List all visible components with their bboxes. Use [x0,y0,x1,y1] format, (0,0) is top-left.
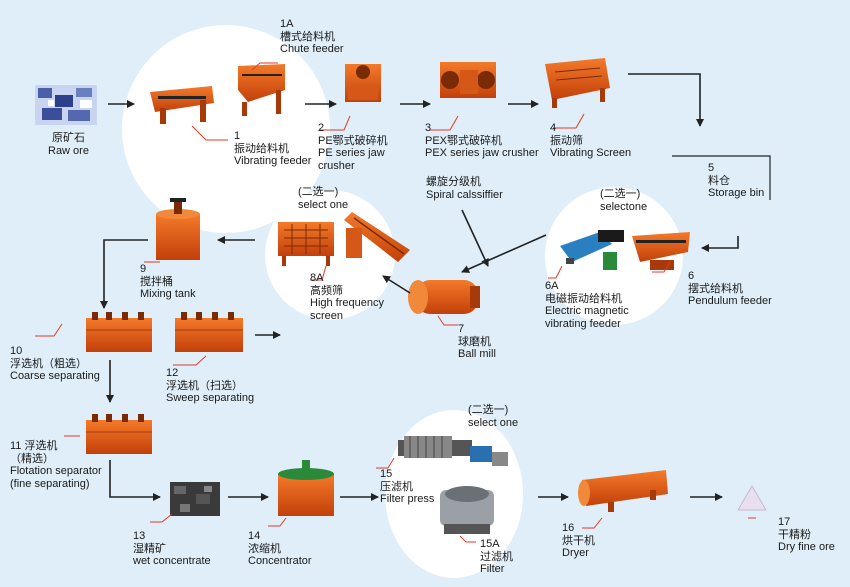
hf-screen-machine [278,222,334,266]
label-leaders [35,62,756,543]
pe-crusher-machine [345,64,381,102]
drum-filter-machine [440,486,494,534]
vibrating-screen-machine [545,58,610,108]
flow-arrows [100,73,739,501]
dryer-machine [578,470,668,512]
concentrator-machine [278,460,334,516]
em-feeder-machine [560,230,624,270]
mixing-tank-machine [156,198,200,260]
coarse-flotation-machine [86,312,152,352]
fine-flotation-machine [86,414,152,454]
label-flotation-sep: 11 浮选机（精选）Flotation separator(fine separ… [10,440,102,490]
pex-crusher-machine [440,62,496,98]
chute-feeder-machine [238,64,285,116]
dry-fine-ore-pile [737,485,767,511]
vibrating-feeder-machine [150,86,214,124]
feeder-circle [122,25,330,233]
label-select-screen: (二选一)select one [298,186,349,211]
wet-concentrate-pile [170,482,220,516]
pendulum-feeder-machine [632,232,690,270]
raw-ore-pile [35,85,97,125]
filter-press-machine [398,436,508,466]
storage-bin-outline [672,155,771,200]
label-select-filter: (二选一)select one [468,404,519,429]
ball-mill-machine [408,280,480,314]
sweep-flotation-machine [175,312,243,352]
label-select-feeder: (二选一)selectone [600,188,648,213]
spiral-classifier-machine [344,212,410,262]
